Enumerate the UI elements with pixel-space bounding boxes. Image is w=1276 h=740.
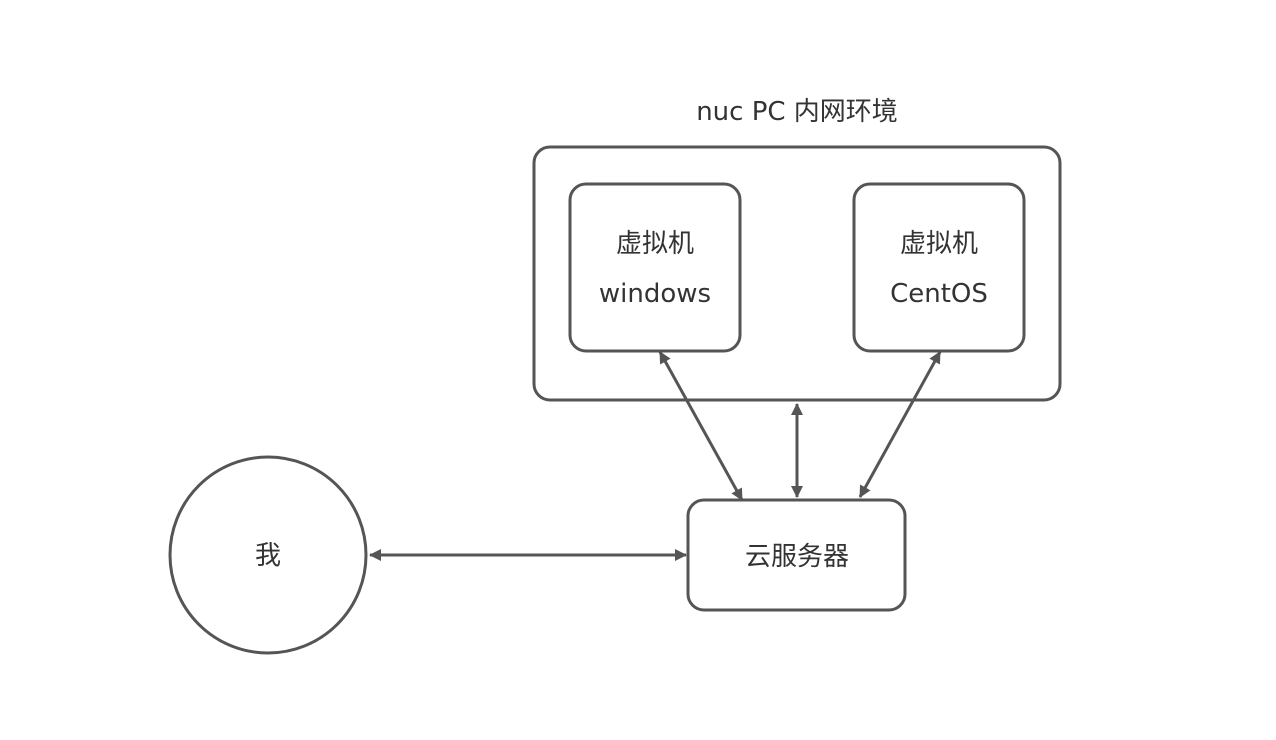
- vm-windows-label-line2: windows: [599, 279, 711, 309]
- edge-cloud-server-vm-windows: [658, 351, 744, 501]
- vm-centos-box: [852, 182, 1026, 353]
- edge-cloud-server-vm-centos: [858, 351, 942, 498]
- vm-windows-box: [568, 182, 742, 353]
- me-circle: [168, 455, 368, 655]
- cloud-server-box: [686, 498, 907, 612]
- vm-windows-label-line1: 虚拟机: [616, 229, 694, 259]
- me-label: 我: [255, 541, 281, 571]
- cloud-server-label: 云服务器: [745, 542, 849, 572]
- group-title: nuc PC 内网环境: [696, 97, 898, 127]
- vm-centos-label-line2: CentOS: [890, 279, 988, 309]
- vm-centos-label-line1: 虚拟机: [900, 229, 978, 259]
